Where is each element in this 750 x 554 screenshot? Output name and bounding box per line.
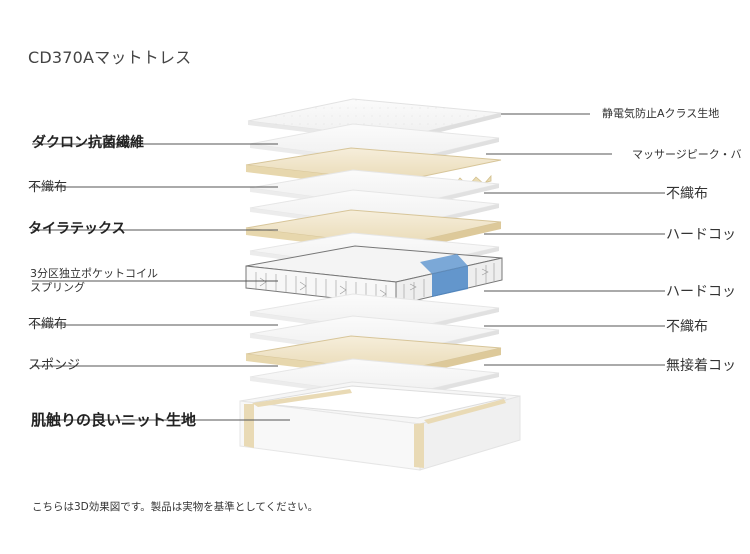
label-dacron: ダクロン抗菌繊維 <box>32 135 144 151</box>
label-antistatic: 静電気防止Aクラス生地 <box>602 107 720 120</box>
label-tyratex: タイラテックス <box>28 221 126 237</box>
label-massage-peak: マッサージピーク・バ <box>632 148 742 161</box>
page-title: CD370Aマットトレス <box>28 48 192 67</box>
layer-pocket-springs <box>245 245 503 306</box>
label-pocket-springs: 3分区独立ポケットコイル スプリング <box>30 267 158 295</box>
label-nonwoven-right-2: 不織布 <box>666 319 708 335</box>
label-nonwoven-right-1: 不織布 <box>666 186 708 202</box>
label-nonwoven-left-1: 不織布 <box>28 180 68 195</box>
label-hard-cotton-2: ハードコッ <box>666 284 736 300</box>
label-hard-cotton-1: ハードコッ <box>666 227 736 243</box>
label-knit-fabric: 肌触りの良いニット生地 <box>31 411 197 429</box>
label-nonwoven-left-2: 不織布 <box>28 317 68 332</box>
leader-lines <box>32 113 665 421</box>
label-sponge: スポンジ <box>28 358 81 373</box>
label-non-adhesive-cotton: 無接着コッ <box>666 358 736 374</box>
footnote: こちらは3D効果図です。製品は実物を基準としてください。 <box>32 501 319 513</box>
layer-knit-base <box>239 381 521 471</box>
